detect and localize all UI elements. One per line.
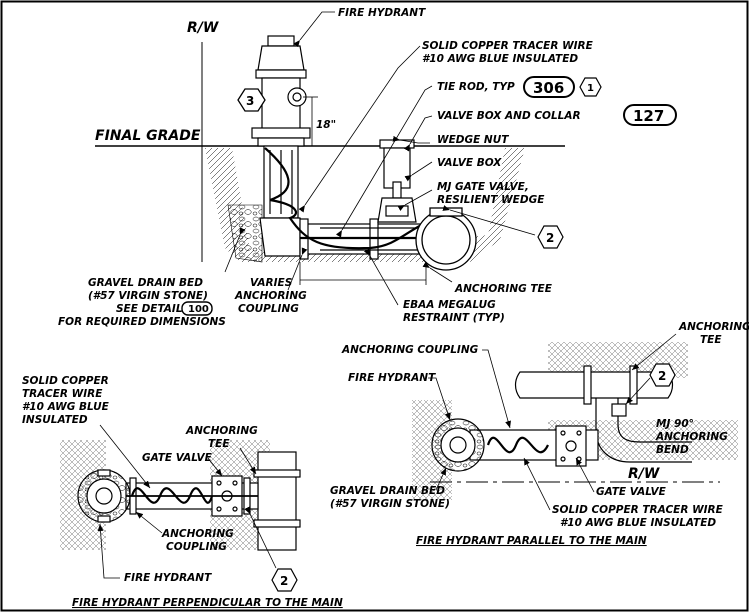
callout-label: WEDGE NUT: [437, 134, 509, 146]
callout-label: ANCHORING COUPLING: [341, 344, 479, 356]
callout-label: INSULATED: [22, 414, 88, 426]
elevation-callouts: FIRE HYDRANT SOLID COPPER TRACER WIRE #1…: [58, 7, 677, 328]
callout-label: 3: [246, 94, 254, 108]
tracer-wire-elevation: [264, 147, 441, 250]
callout-label: BEND: [656, 444, 689, 456]
callout-label: ANCHORING: [234, 290, 307, 302]
callout-label: VALVE BOX: [437, 157, 502, 169]
callout-label: ANCHORING: [678, 321, 749, 333]
note-2-top-marker: 2: [537, 225, 564, 249]
callout-label: RESILIENT WEDGE: [437, 194, 545, 206]
callout-label: 2: [546, 231, 554, 245]
callout-label: TEE: [208, 438, 230, 450]
callout-label: GATE VALVE: [142, 452, 213, 464]
callout-label: VARIES: [250, 277, 292, 289]
callout-label: TRACER WIRE: [22, 388, 103, 400]
callout-label: (#57 VIRGIN STONE): [88, 290, 208, 302]
note-3-marker: 3: [237, 88, 266, 112]
note-2-bl-marker: 2: [271, 568, 298, 592]
callout-label: #10 AWG BLUE: [22, 401, 110, 413]
plan-parallel: [412, 342, 738, 500]
callout-label: GRAVEL DRAIN BED: [330, 485, 445, 497]
callout-label: TEE: [700, 334, 722, 346]
callout-label: 1: [587, 83, 594, 94]
valve-box-elevation: [377, 139, 417, 223]
callout-label: EBAA MEGALUG: [403, 299, 496, 311]
callout-label: #10 AWG BLUE INSULATED: [422, 53, 578, 65]
callout-label: FOR REQUIRED DIMENSIONS: [58, 316, 226, 328]
ref-100: 100: [181, 301, 213, 316]
callout-label: MJ 90°: [656, 418, 694, 430]
callout-label: RESTRAINT (TYP): [403, 312, 505, 324]
callout-label: #10 AWG BLUE INSULATED: [560, 517, 716, 529]
callout-label: SOLID COPPER TRACER WIRE: [422, 40, 594, 52]
callout-label: ANCHORING TEE: [454, 283, 553, 295]
ref-127: 127: [623, 104, 677, 126]
callout-label: FIRE HYDRANT: [348, 372, 436, 384]
callout-label: VALVE BOX AND COLLAR: [437, 110, 581, 122]
callout-label: FIRE HYDRANT: [338, 7, 426, 19]
callout-label: ANCHORING: [655, 431, 728, 443]
callout-label: SEE DETAIL: [116, 303, 183, 315]
callout-label: (#57 VIRGIN STONE): [330, 498, 450, 510]
callout-label: 2: [280, 574, 288, 588]
callout-label: SOLID COPPER: [22, 375, 109, 387]
callout-label: 306: [533, 79, 564, 97]
callout-label: COUPLING: [166, 541, 227, 553]
ref-306: 306: [523, 76, 575, 98]
dim-18-label: 18": [316, 119, 336, 131]
callout-label: 100: [188, 304, 209, 315]
rw-label-bottom: R/W: [628, 466, 660, 482]
callout-label: COUPLING: [238, 303, 299, 315]
note-2-br-marker: 2: [649, 363, 676, 387]
callout-label: MJ GATE VALVE,: [437, 181, 529, 193]
callout-label: TIE ROD, TYP: [437, 81, 515, 93]
callout-label: 2: [658, 369, 666, 383]
main-pipe-section: [415, 207, 477, 271]
elevation-view: R/W FINAL GRADE 18": [95, 20, 565, 285]
callout-label: ANCHORING: [161, 528, 234, 540]
final-grade-label: FINAL GRADE: [95, 128, 201, 144]
plan-perpendicular-callouts: SOLID COPPER TRACER WIRE #10 AWG BLUE IN…: [22, 375, 343, 609]
title-parallel: FIRE HYDRANT PARALLEL TO THE MAIN: [416, 535, 647, 547]
callout-label: 127: [633, 107, 664, 125]
callout-label: GATE VALVE: [596, 486, 667, 498]
callout-label: FIRE HYDRANT: [124, 572, 212, 584]
callout-label: SOLID COPPER TRACER WIRE: [552, 504, 724, 516]
title-perpendicular: FIRE HYDRANT PERPENDICULAR TO THE MAIN: [72, 597, 343, 609]
note-1-marker: 1: [579, 77, 602, 97]
callout-label: ANCHORING: [185, 425, 258, 437]
callout-label: GRAVEL DRAIN BED: [88, 277, 203, 289]
plan-parallel-callouts: ANCHORING COUPLING ANCHORING TEE FIRE HY…: [330, 321, 749, 547]
rw-label-top: R/W: [187, 20, 219, 36]
